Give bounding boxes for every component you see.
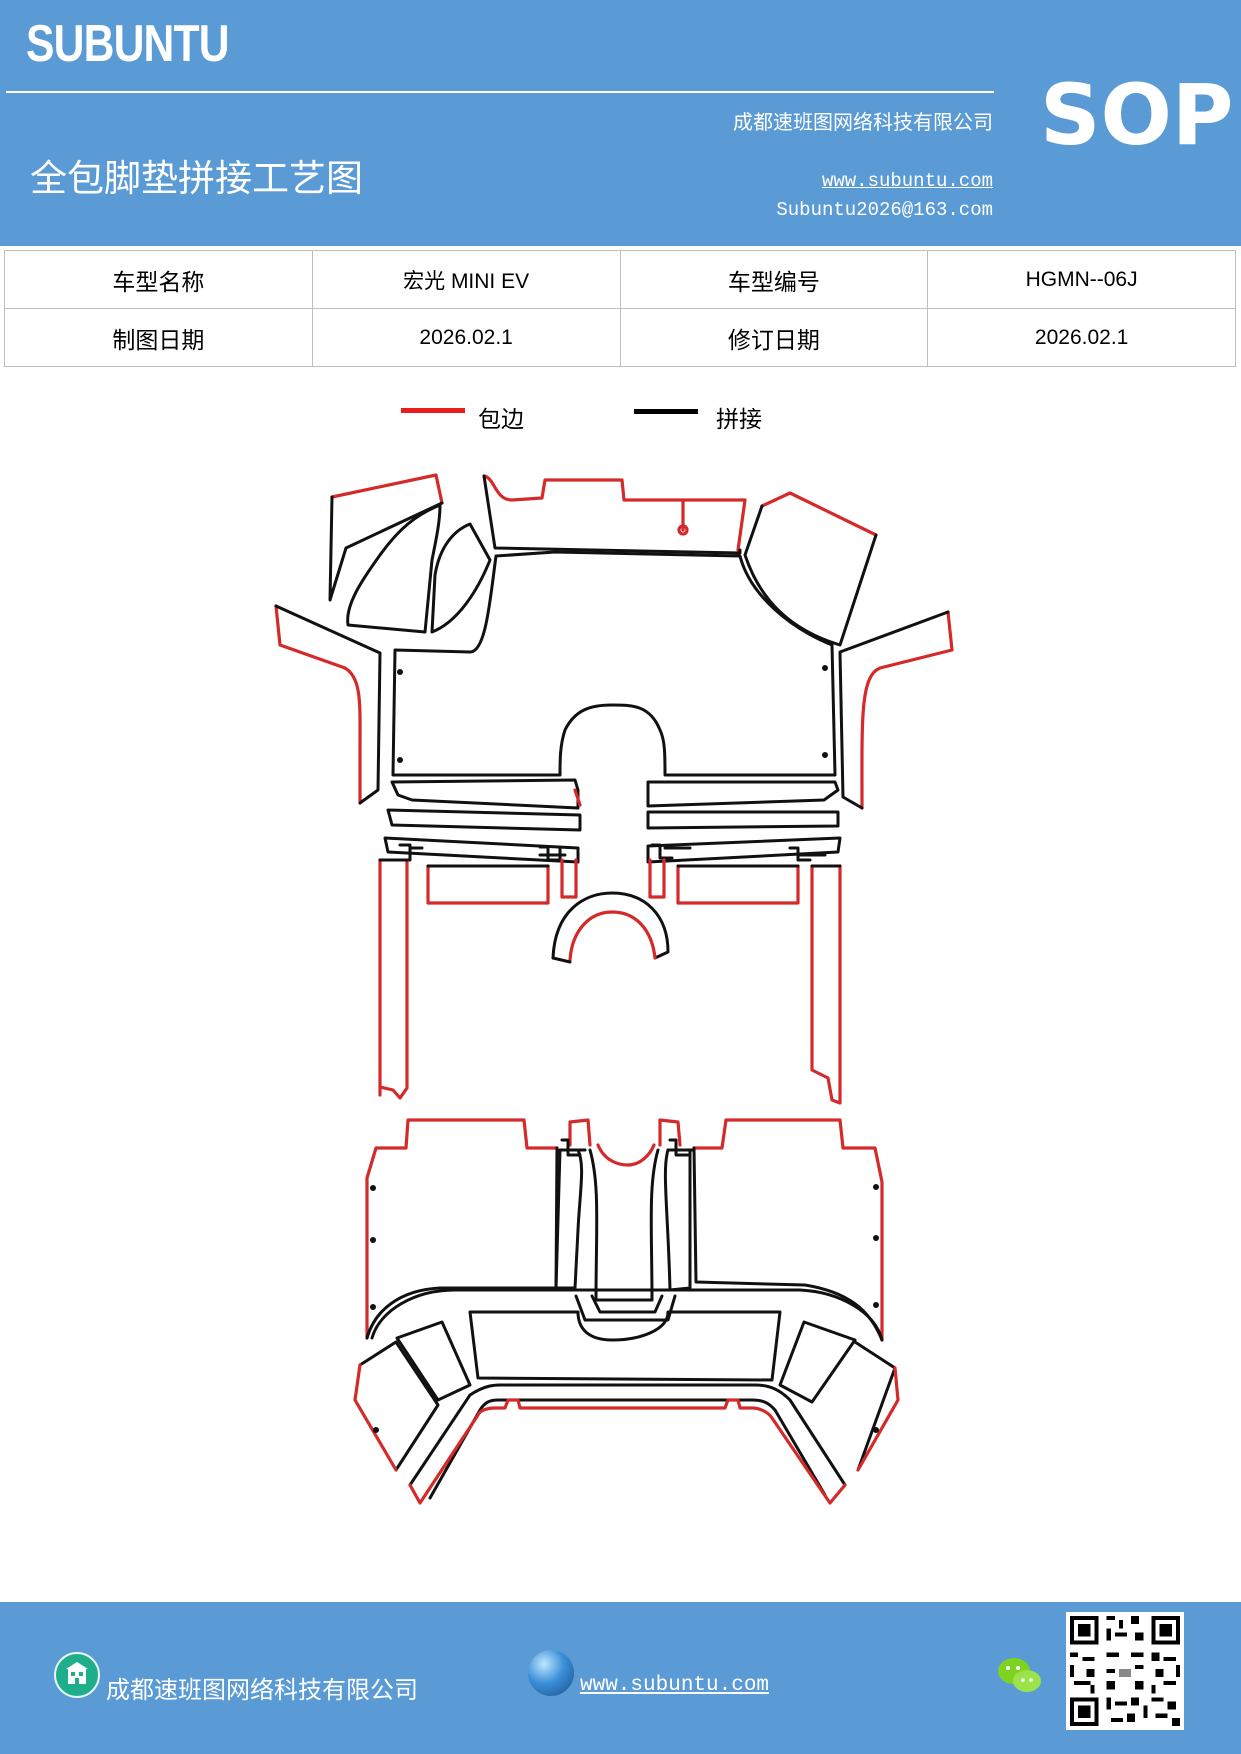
revise-date-label: 修订日期 [619,308,929,367]
legend-join-label: 拼接 [716,407,762,433]
front-small-pads [426,858,800,905]
rear-center-small-bracket [574,1294,677,1322]
model-code-value: HGMN--06J [927,250,1236,309]
front-right-wing [838,610,954,810]
rear-right-floor [692,1118,884,1342]
front-main-floor [391,550,837,777]
rear-left-floor [365,1118,559,1340]
website-link[interactable]: www.subuntu.com [821,170,993,192]
front-right-strips [646,780,842,864]
model-name-label: 车型名称 [4,250,313,309]
front-left-inner-pieces [346,503,492,634]
wechat-icon[interactable] [996,1654,1044,1698]
legend-edge-swatch [401,408,465,413]
center-tunnel-arch [551,891,670,964]
header-band: SUBUNTU 成都速班图网络科技有限公司 全包脚垫拼接工艺图 www.subu… [0,0,1241,246]
front-left-strips [383,778,582,864]
legend: 包边 拼接 [0,400,1241,440]
company-name: 成都速班图网络科技有限公司 [733,110,993,134]
info-table: 车型名称 宏光 MINI EV 车型编号 HGMN--06J 制图日期 2026… [4,250,1236,367]
brand-logo: SUBUNTU [26,15,230,73]
revise-date-value: 2026.02.1 [927,308,1236,367]
sop-badge: SOP [1040,66,1234,164]
qr-code [1066,1612,1184,1730]
table-row: 车型名称 宏光 MINI EV 车型编号 HGMN--06J [4,250,1236,309]
page-title: 全包脚垫拼接工艺图 [30,157,363,200]
rear-seat-side-pads [395,1320,857,1404]
building-icon [54,1652,100,1698]
model-name-value: 宏光 MINI EV [311,250,621,309]
front-right-pillar-piece [743,491,878,647]
left-side-long-piece [378,858,409,1100]
front-center-top-piece [482,474,747,555]
table-row: 制图日期 2026.02.1 修订日期 2026.02.1 [4,308,1236,367]
draw-date-label: 制图日期 [4,308,313,367]
legend-edge-label: 包边 [478,407,524,433]
front-left-wing [274,604,382,805]
rear-center-tunnel [554,1118,694,1302]
model-code-label: 车型编号 [619,250,929,309]
right-side-long-piece [810,864,842,1105]
legend-join-swatch [634,409,698,414]
rear-seat-center-pad [468,1310,782,1382]
draw-date-value: 2026.02.1 [311,308,621,367]
front-left-pillar-piece [328,473,444,602]
globe-icon [528,1650,574,1696]
email-address: Subuntu2026@163.com [776,199,993,221]
footer-website-link[interactable]: www.subuntu.com [580,1674,770,1697]
footer-band: 成都速班图网络科技有限公司 www.subuntu.com [0,1602,1241,1754]
header-divider [6,91,994,93]
rear-bottom-rim [353,1288,900,1505]
footer-company-name: 成都速班图网络科技有限公司 [106,1676,418,1704]
